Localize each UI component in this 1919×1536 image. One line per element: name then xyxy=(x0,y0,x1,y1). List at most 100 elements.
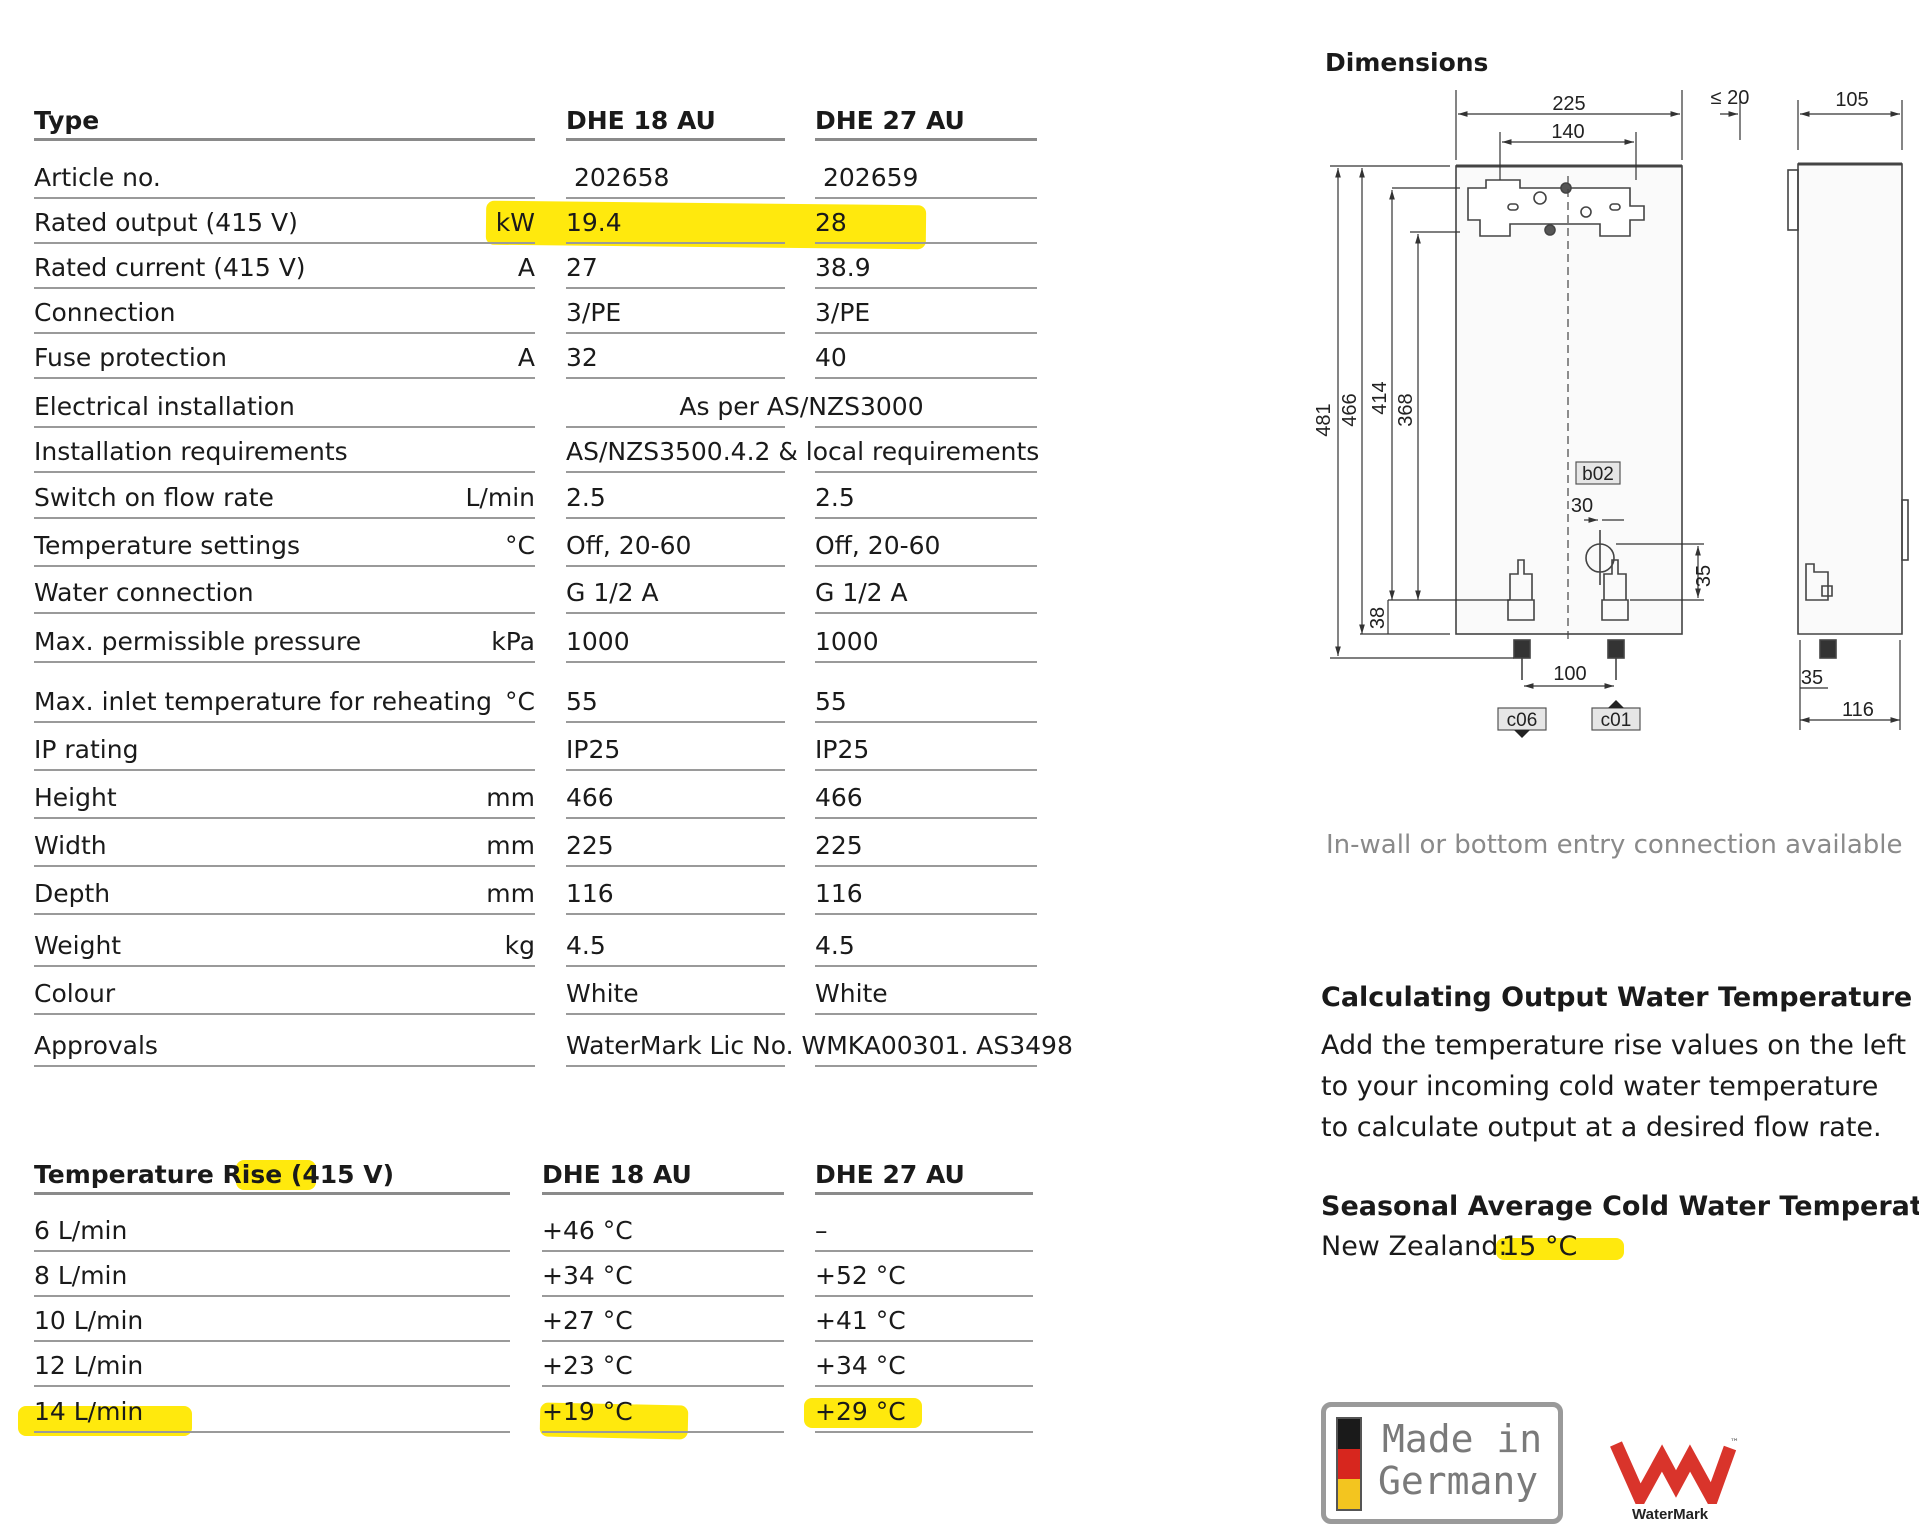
watermark-logo: ™ WaterMark xyxy=(1610,1438,1740,1528)
spec-row-rule xyxy=(34,565,535,567)
spec-header-type: Type xyxy=(34,106,100,135)
spec-row-value-dhe18: 1000 xyxy=(566,627,630,656)
calc-line-2: to your incoming cold water temperature xyxy=(1321,1071,1879,1102)
temp-row-rule xyxy=(34,1250,510,1252)
spec-row-value-dhe27: 28 xyxy=(815,208,847,237)
spec-row-value-dhe18: 27 xyxy=(566,253,598,282)
temp-header-title-voltage: (415 V) xyxy=(290,1160,394,1189)
spec-row-label: Depth xyxy=(34,879,111,908)
spec-row-rule xyxy=(566,965,785,967)
spec-row-label: Fuse protection xyxy=(34,343,227,372)
temp-row-rule xyxy=(542,1385,784,1387)
temp-row-flow: 8 L/min xyxy=(34,1261,128,1290)
dim-466: 466 xyxy=(1339,393,1361,426)
spec-row-rule xyxy=(566,612,785,614)
temp-row-rule xyxy=(542,1250,784,1252)
spec-row-rule xyxy=(34,1013,535,1015)
spec-row-rule xyxy=(815,197,1037,199)
spec-row-rule xyxy=(566,865,785,867)
spec-row-rule xyxy=(34,769,535,771)
spec-row-unit: L/min xyxy=(465,483,536,512)
heater-front-outline xyxy=(1455,165,1683,635)
spec-row-rule xyxy=(566,1065,785,1067)
spec-row-unit: mm xyxy=(486,783,535,812)
temp-header-rule xyxy=(542,1192,784,1195)
temp-row-rule xyxy=(34,1340,510,1342)
temp-row-rule xyxy=(542,1340,784,1342)
spec-row-value-dhe27: 40 xyxy=(815,343,847,372)
spec-row-rule xyxy=(815,287,1037,289)
spec-row-value-dhe27: 116 xyxy=(815,879,863,908)
spec-row-value-dhe18: IP25 xyxy=(566,735,621,764)
made-in-line2: Germany xyxy=(1378,1459,1539,1503)
spec-row-rule xyxy=(34,817,535,819)
watermark-tm: ™ xyxy=(1730,1438,1739,1448)
dim-225: 225 xyxy=(1552,93,1585,115)
temp-header-col1: DHE 18 AU xyxy=(542,1160,692,1189)
spec-row-rule xyxy=(566,913,785,915)
spec-row-rule xyxy=(815,517,1037,519)
made-in-germany-logo: Made in Germany xyxy=(1321,1402,1563,1524)
spec-row-value-dhe18: 116 xyxy=(566,879,614,908)
temp-row-rule xyxy=(815,1431,1033,1433)
spec-row-unit: A xyxy=(517,253,535,282)
spec-row-rule xyxy=(34,517,535,519)
highlight-15c xyxy=(1496,1238,1624,1260)
nz-value: 15 °C xyxy=(1502,1231,1578,1262)
mounting-bracket xyxy=(1467,179,1645,237)
spec-row-value-dhe18: 2.5 xyxy=(566,483,606,512)
spec-row-rule xyxy=(566,197,785,199)
spec-row-value-dhe18: 202658 xyxy=(574,163,670,192)
temp-header-title: Temperature Rise (415 V) xyxy=(34,1160,394,1190)
spec-row-rule xyxy=(34,426,535,428)
temp-row-rule xyxy=(815,1340,1033,1342)
spec-row-value-dhe27: 3/PE xyxy=(815,298,871,327)
temp-row-value-dhe18: +27 °C xyxy=(542,1306,633,1335)
spec-row-span-value: As per AS/NZS3000 xyxy=(679,392,924,421)
dim-140: 140 xyxy=(1551,121,1584,143)
spec-row-rule xyxy=(815,865,1037,867)
spec-row-rule xyxy=(34,965,535,967)
spec-row-value-dhe27: 2.5 xyxy=(815,483,855,512)
spec-row-rule xyxy=(566,769,785,771)
dim-414: 414 xyxy=(1369,381,1391,414)
spec-row-label: IP rating xyxy=(34,735,139,764)
spec-row-label: Rated current (415 V) xyxy=(34,253,306,282)
temp-row-rule xyxy=(34,1295,510,1297)
spec-row-label: Connection xyxy=(34,298,176,327)
spec-row-value-dhe27: 202659 xyxy=(823,163,919,192)
spec-row-value-dhe18: 55 xyxy=(566,687,598,716)
spec-row-rule xyxy=(34,377,535,379)
spec-row-label: Max. inlet temperature for reheating xyxy=(34,687,492,716)
spec-row-rule xyxy=(34,287,535,289)
made-in-line1: Made in xyxy=(1382,1417,1543,1461)
dim-30: 30 xyxy=(1571,495,1593,517)
spec-row-value-dhe18: 225 xyxy=(566,831,614,860)
dim-105: 105 xyxy=(1835,89,1868,111)
spec-row-rule xyxy=(34,471,535,473)
spec-row-rule xyxy=(34,332,535,334)
spec-row-unit: A xyxy=(517,343,535,372)
dimension-drawing: 225 140 ≤ 20 105 481 466 414 368 38 30 3… xyxy=(1313,87,1909,738)
spec-row-value-dhe18: Off, 20-60 xyxy=(566,531,692,560)
spec-row-unit: kPa xyxy=(491,627,535,656)
temp-row-rule xyxy=(815,1385,1033,1387)
dim-368: 368 xyxy=(1395,393,1417,426)
spec-row-rule xyxy=(34,612,535,614)
spec-row-rule xyxy=(566,661,785,663)
spec-row-rule xyxy=(815,769,1037,771)
spec-row-label: Switch on flow rate xyxy=(34,483,274,512)
spec-row-value-dhe18: 32 xyxy=(566,343,598,372)
spec-row-value-dhe27: 225 xyxy=(815,831,863,860)
spec-header-rule xyxy=(566,138,785,141)
watermark-text: WaterMark xyxy=(1632,1506,1709,1523)
temp-row-flow: 6 L/min xyxy=(34,1216,128,1245)
spec-row-label: Approvals xyxy=(34,1031,158,1060)
highlight-29c xyxy=(804,1398,922,1428)
spec-row-rule xyxy=(815,332,1037,334)
spec-row-rule xyxy=(815,817,1037,819)
spec-row-rule xyxy=(815,565,1037,567)
spec-row-value-dhe27: 4.5 xyxy=(815,931,855,960)
spec-row-rule xyxy=(34,865,535,867)
